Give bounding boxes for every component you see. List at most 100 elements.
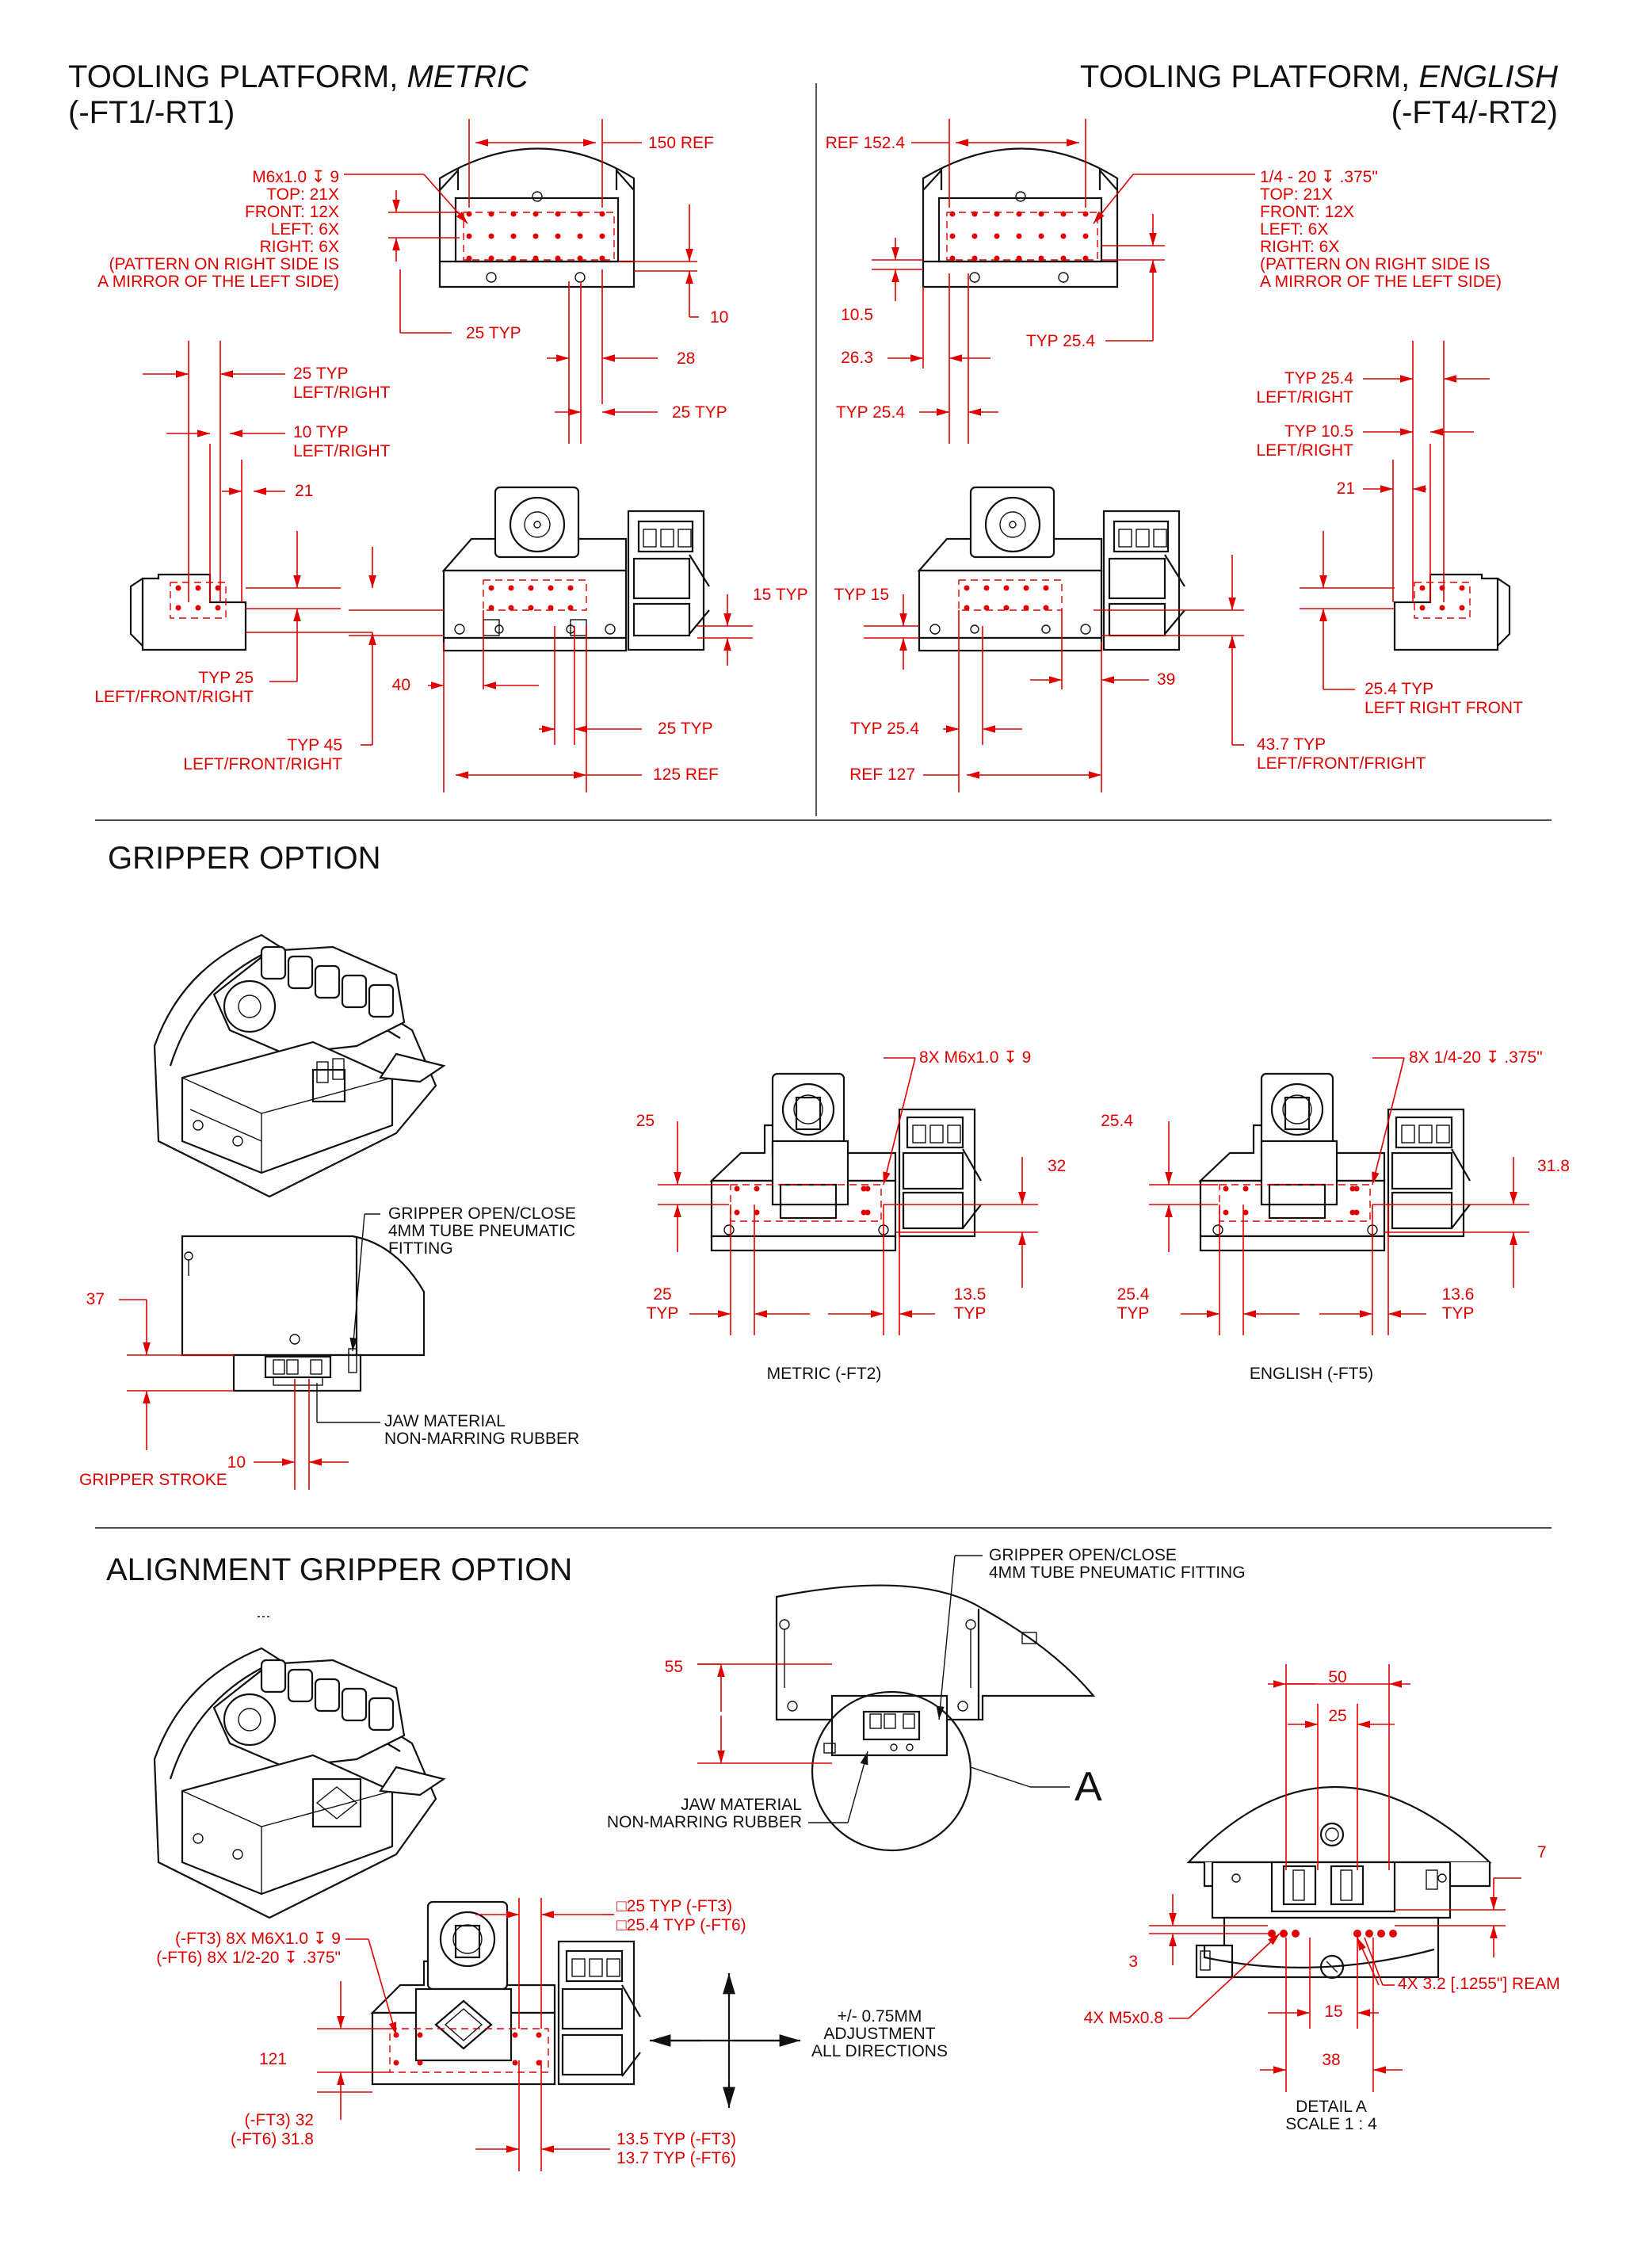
mounting-hole — [577, 211, 583, 217]
mounting-hole — [488, 585, 494, 591]
cable-chain-link — [341, 974, 368, 1009]
svg-text:(-FT3) 8X M6X1.0 ↧ 9: (-FT3) 8X M6X1.0 ↧ 9 — [175, 1930, 341, 1948]
svg-text:(-FT6) 8X 1/2-20 ↧ .375": (-FT6) 8X 1/2-20 ↧ .375" — [156, 1949, 341, 1967]
svg-text:8X M6x1.0 ↧ 9: 8X M6x1.0 ↧ 9 — [919, 1048, 1031, 1067]
cable-chain-link — [260, 945, 287, 980]
mounting-hole — [971, 233, 978, 239]
svg-text:LEFT/RIGHT: LEFT/RIGHT — [1256, 388, 1353, 407]
svg-text:JAW MATERIAL: JAW MATERIAL — [681, 1796, 802, 1814]
cable-chain-link — [341, 1687, 368, 1722]
mounting-hole — [536, 2032, 542, 2038]
svg-text:REF 152.4: REF 152.4 — [826, 134, 906, 152]
gripper-metric-dims: 8X M6x1.0 ↧ 9 25 32 25 TYP 13.5 TYP METR… — [636, 1048, 1067, 1383]
mounting-hole — [1016, 211, 1022, 217]
detail-letter-a: A — [1074, 1764, 1102, 1810]
svg-text:□25.4 TYP (-FT6): □25.4 TYP (-FT6) — [616, 1916, 746, 1934]
svg-text:10 TYP: 10 TYP — [293, 423, 349, 441]
mounting-hole — [949, 233, 956, 239]
svg-text:13.7 TYP (-FT6): 13.7 TYP (-FT6) — [616, 2149, 736, 2167]
svg-text:GRIPPER OPEN/CLOSE: GRIPPER OPEN/CLOSE — [388, 1205, 576, 1223]
svg-text:43.7 TYP: 43.7 TYP — [1257, 735, 1326, 754]
mounting-hole — [1023, 585, 1029, 591]
mounting-hole — [417, 2032, 423, 2038]
mounting-hole — [599, 233, 605, 239]
svg-text:125 REF: 125 REF — [653, 766, 719, 784]
gripper-english-dims: 8X 1/4-20 ↧ .375" 25.4 31.8 25.4 TYP 13.… — [1101, 1048, 1570, 1383]
cable-chain-link — [287, 1668, 314, 1703]
mounting-hole — [599, 211, 605, 217]
svg-text:LEFT/RIGHT: LEFT/RIGHT — [293, 384, 391, 402]
metric-top-dims: 150 REF M6x1.0 ↧ 9 TOP: 21X FRONT: 12X L… — [97, 119, 728, 444]
svg-text:55: 55 — [665, 1658, 683, 1676]
cable-chain-link — [368, 983, 395, 1018]
svg-text:40: 40 — [392, 676, 410, 694]
mounting-hole — [417, 2060, 423, 2066]
mounting-hole — [861, 1209, 867, 1216]
svg-text:8X 1/4-20 ↧ .375": 8X 1/4-20 ↧ .375" — [1409, 1048, 1543, 1067]
svg-text:TYP: TYP — [647, 1304, 679, 1323]
mounting-hole — [510, 255, 517, 262]
mounting-hole — [1280, 1930, 1288, 1938]
mounting-hole — [1242, 1186, 1249, 1192]
svg-text:1/4 - 20 ↧ .375": 1/4 - 20 ↧ .375" — [1260, 168, 1378, 186]
mounting-hole — [466, 255, 472, 262]
svg-text:NON-MARRING RUBBER: NON-MARRING RUBBER — [384, 1430, 579, 1448]
svg-text:(PATTERN ON RIGHT SIDE IS: (PATTERN ON RIGHT SIDE IS — [1260, 255, 1490, 273]
metric-subtitle: (-FT1/-RT1) — [68, 95, 235, 130]
english-front-dims: TYP 15 43.7 TYP LEFT/FRONT/FRIGHT 39 TYP… — [834, 555, 1426, 792]
metric-25typ-b: 25 TYP — [672, 403, 727, 422]
mounting-hole — [1353, 1186, 1360, 1192]
mounting-hole — [1016, 233, 1022, 239]
detail-a-caption: DETAIL A — [1296, 2098, 1367, 2116]
mounting-hole — [754, 1209, 760, 1216]
mounting-hole — [964, 585, 970, 591]
svg-text:FRONT: 12X: FRONT: 12X — [245, 203, 339, 221]
metric-150ref: 150 REF — [648, 134, 714, 152]
svg-text:25.4: 25.4 — [1117, 1285, 1150, 1304]
mounting-hole — [971, 255, 978, 262]
svg-text:ADJUSTMENT: ADJUSTMENT — [823, 2025, 935, 2043]
gripper-metric-caption: METRIC (-FT2) — [767, 1365, 882, 1383]
mounting-hole — [1349, 1209, 1356, 1216]
mounting-hole — [1082, 211, 1089, 217]
mounting-hole — [215, 605, 221, 611]
mounting-hole — [1365, 1930, 1373, 1938]
svg-text:LEFT RIGHT FRONT: LEFT RIGHT FRONT — [1365, 699, 1523, 717]
mounting-hole — [510, 211, 517, 217]
svg-text:ALL DIRECTIONS: ALL DIRECTIONS — [811, 2042, 948, 2060]
gripper-iso-view — [153, 934, 446, 1198]
mounting-hole — [861, 1186, 867, 1192]
mounting-hole — [964, 605, 970, 611]
metric-front-dims: 15 TYP 40 25 TYP 125 REF — [349, 586, 808, 792]
svg-text:(-FT6) 31.8: (-FT6) 31.8 — [231, 2130, 314, 2148]
cable-chain-link — [314, 1678, 341, 1712]
mounting-hole — [1038, 233, 1044, 239]
english-front-view — [917, 486, 1185, 652]
svg-text:4X 3.2 [.1255"] REAM: 4X 3.2 [.1255"] REAM — [1398, 1975, 1560, 1993]
svg-text:15 TYP: 15 TYP — [753, 586, 808, 604]
mounting-hole — [512, 2060, 518, 2066]
mounting-hole — [971, 211, 978, 217]
svg-text:TYP 25: TYP 25 — [198, 669, 254, 687]
svg-text:13.5: 13.5 — [954, 1285, 987, 1304]
svg-text:□25 TYP (-FT3): □25 TYP (-FT3) — [616, 1897, 732, 1915]
svg-text:LEFT/FRONT/RIGHT: LEFT/FRONT/RIGHT — [183, 755, 342, 773]
svg-text:10: 10 — [227, 1453, 246, 1472]
mounting-hole — [488, 211, 494, 217]
cable-chain-link — [314, 964, 341, 999]
mounting-hole — [734, 1209, 740, 1216]
mounting-hole — [488, 255, 494, 262]
svg-text:LEFT: 6X: LEFT: 6X — [271, 220, 339, 239]
svg-text:25.4 TYP: 25.4 TYP — [1365, 680, 1433, 698]
mounting-hole — [1038, 255, 1044, 262]
svg-text:25: 25 — [1328, 1707, 1346, 1725]
mounting-hole — [555, 211, 561, 217]
svg-text:TYP 10.5: TYP 10.5 — [1284, 422, 1353, 441]
mounting-hole — [994, 233, 1000, 239]
detail-a-dims: 50 25 7 3 4X 3.2 [.1255"] REAM 4X M5x0.8… — [1084, 1664, 1560, 2133]
english-side-dims: TYP 25.4 LEFT/RIGHT TYP 10.5 LEFT/RIGHT … — [1256, 369, 1523, 717]
english-hole-spec: 1/4 - 20 ↧ .375" TOP: 21X FRONT: 12X LEF… — [1093, 168, 1502, 291]
svg-text:TYP 25.4: TYP 25.4 — [1026, 332, 1095, 350]
svg-text:13.6: 13.6 — [1442, 1285, 1475, 1304]
